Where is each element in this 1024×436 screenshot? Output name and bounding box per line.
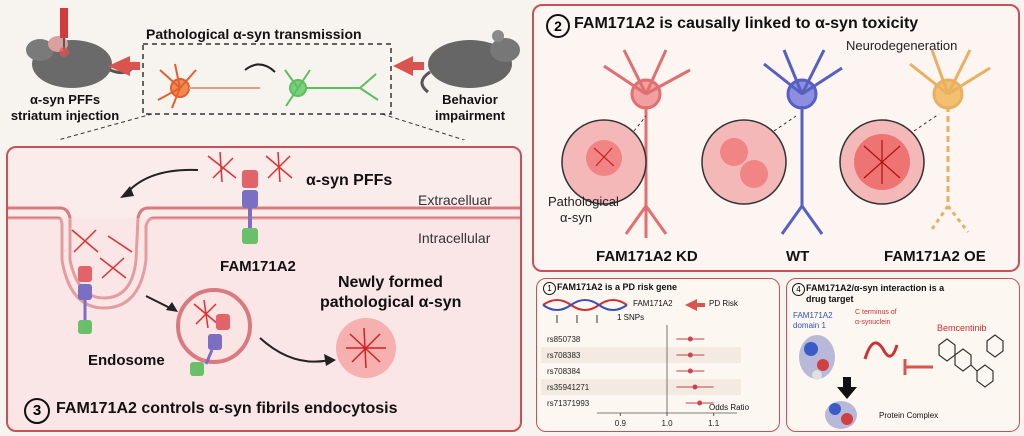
fam171a2-receptor <box>242 170 258 244</box>
odds-ratio-point <box>687 368 693 374</box>
cterm-label-line1: C terminus of <box>855 309 897 316</box>
panel-toxicity: 2 FAM171A2 is causally linked to α-syn t… <box>532 4 1020 272</box>
pff-cluster-newly-formed <box>346 327 386 369</box>
newly-formed-line1: Newly formed <box>338 274 443 291</box>
behavior-label-line2: impairment <box>434 108 506 123</box>
snp-label: rs850738 <box>547 335 581 344</box>
oe-label: FAM171A2 OE <box>884 248 986 265</box>
panel-risk-gene: 1 FAM171A2 is a PD risk gene rs850738 rs7… <box>536 278 780 432</box>
neurodegeneration-label: Neurodegeneration <box>846 38 958 53</box>
intracellular-label: Intracellular <box>418 230 491 246</box>
drug-target-graphics <box>799 334 1004 429</box>
wt-label: WT <box>786 248 810 265</box>
panel3-title: FAM171A2 controls α-syn fibrils endocyto… <box>56 400 398 417</box>
forest-plot: rs850738 rs708383 rs708384 rs35941271 rs7137… <box>541 299 741 428</box>
domain-label-line1: FAM171A2 <box>793 311 833 320</box>
newly-formed-line2: pathological α-syn <box>320 294 462 311</box>
wt-neuron-icon <box>763 49 843 235</box>
snp-label: rs708383 <box>547 351 581 360</box>
transmission-box <box>142 43 392 115</box>
oe-neuron-icon <box>909 49 991 233</box>
arrow-to-transmission <box>108 56 140 76</box>
receptor-in-pit <box>78 266 92 334</box>
gene-label: FAM171A2 <box>633 299 673 308</box>
bemcentinib-structure-icon <box>938 334 1004 388</box>
pff-cluster-top <box>207 151 293 183</box>
endosome-vesicle <box>176 288 252 364</box>
transmission-arc-arrow <box>244 63 276 73</box>
membrane-inner <box>8 216 520 310</box>
receptor-in-endosome <box>190 314 230 376</box>
complex-label: Protein Complex <box>879 411 939 420</box>
leader-left <box>56 113 153 140</box>
endocytosis-graphics <box>8 151 520 430</box>
odds-ratio-point <box>687 336 693 342</box>
row-band <box>541 347 741 363</box>
injection-label-line1: α-syn PFFs <box>29 92 101 107</box>
axis-label: Odds Ratio <box>709 403 750 412</box>
receptor-label: FAM171A2 <box>220 258 296 275</box>
injection-label-line2: striatum injection <box>10 108 120 123</box>
pathological-label-line1: Pathological <box>548 194 619 209</box>
panel-endocytosis: α-syn PFFs Extracelluar Intracellular FA… <box>6 146 522 432</box>
top-strip: Pathological α-syn transmission α-syn PF… <box>0 0 525 140</box>
green-neuron-icon <box>284 69 379 107</box>
pffs-label: α-syn PFFs <box>306 172 393 189</box>
x-tick-label: 1.1 <box>708 419 720 428</box>
panel4-title-line2: drug target <box>806 294 854 304</box>
risk-arrow <box>685 299 705 311</box>
drug-label: Bemcentinib <box>937 323 987 333</box>
row-band <box>541 379 741 395</box>
arrow-to-newly-formed <box>259 337 331 363</box>
behavior-label-line1: Behavior <box>442 92 498 107</box>
wt-zoom-circle <box>701 119 787 205</box>
x-tick-label: 1.0 <box>661 419 673 428</box>
panel2-number: 2 <box>546 14 570 38</box>
panel1-number: 1 <box>543 282 556 295</box>
pathological-label-line2: α-syn <box>560 210 593 225</box>
odds-ratio-point <box>687 352 693 358</box>
cterm-label-line2: α-synuclein <box>855 319 891 326</box>
panel2-title: FAM171A2 is causally linked to α-syn tox… <box>574 15 919 32</box>
snp-label: rs71371993 <box>547 399 590 408</box>
red-neuron-icon <box>157 63 260 109</box>
kd-label: FAM171A2 KD <box>596 248 698 265</box>
endosome-label: Endosome <box>88 352 165 369</box>
snp-label: rs35941271 <box>547 383 590 392</box>
leader-right <box>381 113 466 140</box>
down-arrow-icon <box>837 377 857 399</box>
mouse-injection-icon <box>26 8 137 88</box>
intracellular-region <box>8 218 520 430</box>
membrane-outer <box>8 206 520 300</box>
dna-helix-icon <box>542 299 628 323</box>
behavior-mouse-icon <box>420 30 520 94</box>
domain-label-line2: domain 1 <box>793 321 826 330</box>
odds-ratio-point <box>692 384 698 390</box>
risk-label: PD Risk <box>709 299 738 308</box>
panel1-title: FAM171A2 is a PD risk gene <box>557 282 678 292</box>
toxicity-graphics <box>561 49 991 238</box>
alpha-syn-cterm-icon <box>863 341 899 360</box>
arrow-to-behavior <box>393 56 424 76</box>
x-tick-label: 0.9 <box>615 419 627 428</box>
snps-count-label: 1 SNPs <box>617 313 645 322</box>
top-strip-graphics <box>26 8 520 140</box>
panel-drug-target: 4 FAM171A2/α-syn interaction is a drug t… <box>786 278 1020 432</box>
pff-cluster-endosome <box>193 299 219 329</box>
panel3-number: 3 <box>24 398 50 424</box>
pff-cluster-pit <box>71 229 133 279</box>
panel4-number: 4 <box>792 283 805 296</box>
fam171a2-protein-icon <box>799 335 835 380</box>
panel4-title-line1: FAM171A2/α-syn interaction is a <box>806 283 945 293</box>
transmission-title: Pathological α-syn transmission <box>146 26 362 42</box>
uptake-arrow <box>125 168 199 195</box>
snp-label: rs708384 <box>547 367 581 376</box>
odds-ratio-point <box>697 400 703 406</box>
protein-complex-icon <box>825 401 857 429</box>
extracellular-label: Extracelluar <box>418 192 492 208</box>
